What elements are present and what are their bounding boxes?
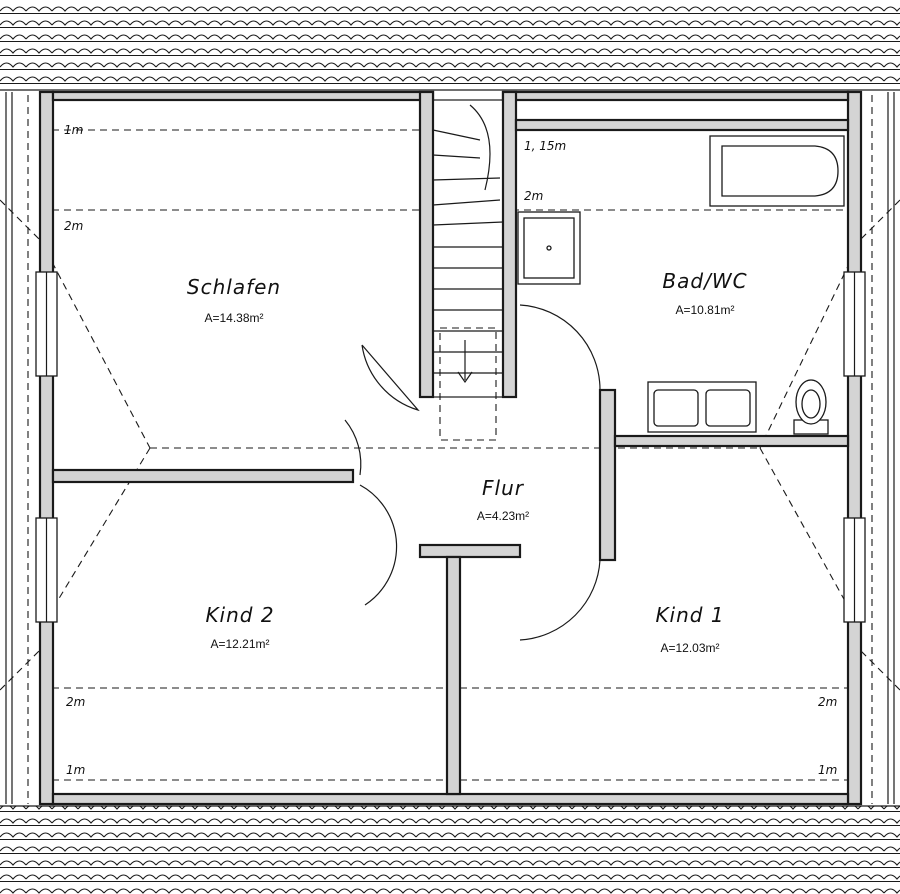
double-washbasin	[647, 381, 757, 433]
staircase	[432, 99, 504, 441]
room-area-flur: A=4.23m²	[477, 509, 529, 523]
height-mark-bottom-right-1m: 1m	[818, 763, 837, 777]
height-mark-bath-115m: 1, 15m	[524, 139, 566, 153]
roof-tiles-top	[0, 0, 900, 91]
room-area-schlafen: A=14.38m²	[204, 311, 263, 325]
room-area-bad: A=10.81m²	[675, 303, 734, 317]
height-mark-bottom-left-2m: 2m	[66, 695, 85, 709]
exterior-walls	[38, 90, 863, 806]
height-mark-bottom-right-2m: 2m	[818, 695, 837, 709]
toilet	[793, 379, 829, 435]
room-name-schlafen: Schlafen	[187, 275, 281, 299]
room-area-kind2: A=12.21m²	[210, 637, 269, 651]
bathtub	[709, 135, 845, 207]
door-swings	[344, 304, 601, 641]
height-mark-top-left-2m: 2m	[64, 219, 83, 233]
room-name-bad: Bad/WC	[662, 269, 747, 293]
height-mark-bath-2m: 2m	[524, 189, 543, 203]
bathroom-fixtures	[517, 135, 845, 435]
room-name-flur: Flur	[482, 476, 525, 500]
height-mark-top-left-1m: 1m	[64, 123, 83, 137]
room-labels: Schlafen A=14.38m² Bad/WC A=10.81m² Flur…	[187, 269, 747, 655]
shower-tray	[517, 211, 581, 285]
room-name-kind1: Kind 1	[655, 603, 724, 627]
room-area-kind1: A=12.03m²	[660, 641, 719, 655]
interior-walls	[51, 90, 850, 796]
windows	[35, 271, 866, 623]
height-marks: 1m 2m 1, 15m 2m 2m 1m 2m 1m	[64, 123, 837, 777]
roof-overhang-lines	[0, 92, 900, 804]
room-name-kind2: Kind 2	[205, 603, 274, 627]
roof-tiles-bottom	[0, 805, 900, 894]
height-mark-bottom-left-1m: 1m	[66, 763, 85, 777]
